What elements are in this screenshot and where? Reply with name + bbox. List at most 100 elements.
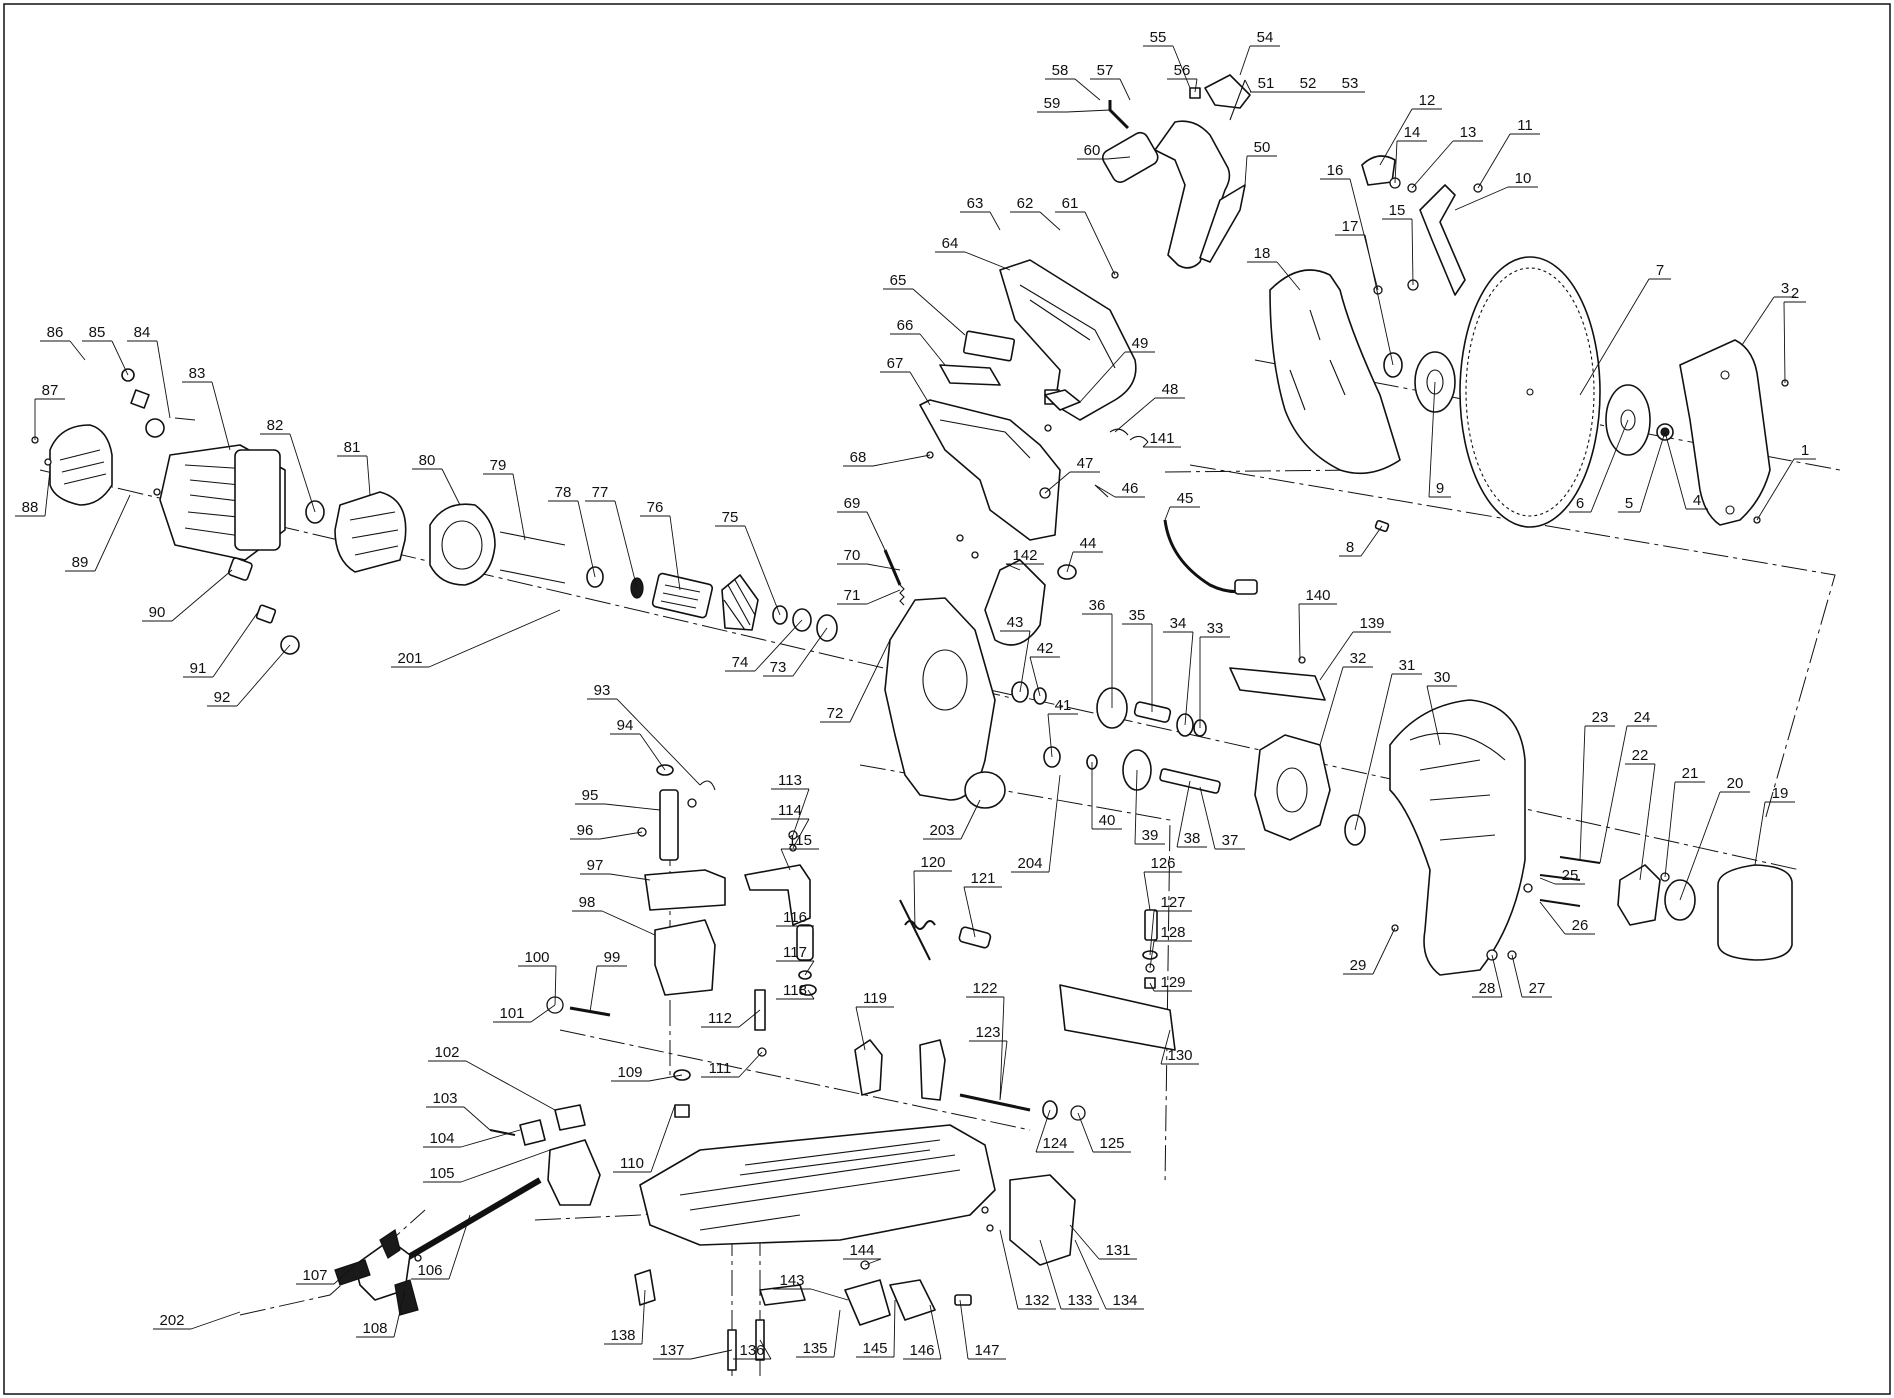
callout-2: 2 xyxy=(1783,285,1806,384)
callout-11: 11 xyxy=(1477,117,1540,189)
callout-number: 88 xyxy=(22,499,39,516)
callout-number: 38 xyxy=(1184,830,1201,847)
callout-104: 104 xyxy=(423,1129,521,1148)
return-spring xyxy=(899,899,936,961)
callout-51: 51 xyxy=(1244,75,1281,93)
callout-number: 43 xyxy=(1007,614,1024,631)
callout-leader xyxy=(849,639,891,723)
callout-number: 131 xyxy=(1105,1242,1130,1259)
callout-number: 18 xyxy=(1254,245,1271,262)
callout-59: 59 xyxy=(1037,95,1111,113)
callout-62: 62 xyxy=(1010,195,1061,231)
callout-43: 43 xyxy=(1000,614,1031,693)
callout-7: 7 xyxy=(1579,262,1671,396)
callout-leader xyxy=(1239,45,1251,76)
callout-leader xyxy=(1360,525,1383,557)
callout-204: 204 xyxy=(1011,774,1061,873)
callout-leader xyxy=(738,1051,763,1078)
callout-number: 16 xyxy=(1327,162,1344,179)
callout-leader xyxy=(807,989,815,1000)
callout-leader xyxy=(1394,140,1398,184)
callout-leader xyxy=(999,1040,1008,1101)
callout-leader xyxy=(1590,419,1629,513)
callout-37: 37 xyxy=(1199,786,1245,850)
callout-79: 79 xyxy=(483,457,526,541)
callout-3: 3 xyxy=(1741,280,1796,346)
callout-number: 53 xyxy=(1342,75,1359,92)
callout-16: 16 xyxy=(1320,162,1379,291)
callout-94: 94 xyxy=(610,717,666,771)
callout-137: 137 xyxy=(653,1342,733,1360)
callout-121: 121 xyxy=(963,870,1002,938)
callout-number: 81 xyxy=(344,439,361,456)
callout-201: 201 xyxy=(391,609,561,668)
gearbox-assembly xyxy=(883,549,1793,976)
callout-leader xyxy=(999,1229,1019,1310)
callout-leader xyxy=(465,1060,556,1111)
callout-102: 102 xyxy=(428,1044,556,1111)
callout-leader xyxy=(599,831,643,840)
callout-leader xyxy=(289,433,316,513)
callout-leader xyxy=(236,644,291,707)
callout-leader xyxy=(1066,551,1074,573)
callout-number: 94 xyxy=(617,717,634,734)
callout-leader xyxy=(964,251,1011,271)
callout-leader xyxy=(1579,725,1586,861)
brush-holder-top xyxy=(145,418,165,438)
callout-114: 114 xyxy=(771,802,810,849)
callout-number: 98 xyxy=(579,894,596,911)
callout-number: 71 xyxy=(844,587,861,604)
callout-76: 76 xyxy=(640,499,681,591)
callout-number: 79 xyxy=(490,457,507,474)
callout-number: 41 xyxy=(1055,697,1072,714)
callout-number: 46 xyxy=(1122,480,1139,497)
callout-122: 122 xyxy=(966,980,1005,1101)
callout-number: 11 xyxy=(1517,117,1533,134)
callout-number: 62 xyxy=(1017,195,1034,212)
callout-number: 44 xyxy=(1080,535,1097,552)
long-screw-lower xyxy=(499,569,566,584)
long-screw-upper xyxy=(499,531,566,546)
callout-leader xyxy=(1094,484,1116,498)
blade-to-guard-reference-line xyxy=(1189,464,1836,821)
callout-leader xyxy=(804,960,815,976)
callout-33: 33 xyxy=(1199,620,1230,728)
callout-118: 118 xyxy=(776,982,815,1000)
callout-number: 125 xyxy=(1099,1135,1124,1152)
callout-leader xyxy=(866,589,901,605)
inner-flange-bore xyxy=(1426,369,1444,395)
callout-number: 51 xyxy=(1258,75,1275,92)
callout-leader xyxy=(650,1104,676,1173)
callout-number: 8 xyxy=(1346,539,1354,556)
pivot-nut xyxy=(674,1104,690,1118)
spring-clips xyxy=(1109,428,1149,443)
callout-leader xyxy=(1579,278,1650,396)
callout-39: 39 xyxy=(1134,769,1165,845)
callout-26: 26 xyxy=(1539,901,1595,935)
callout-leader xyxy=(1298,603,1301,661)
callout-21: 21 xyxy=(1664,765,1705,878)
callout-number: 80 xyxy=(419,452,436,469)
callout-number: 129 xyxy=(1160,974,1185,991)
callout-leader xyxy=(44,469,51,517)
armature-commutator xyxy=(651,572,714,619)
callout-19: 19 xyxy=(1754,785,1795,866)
callout-73: 73 xyxy=(763,627,828,677)
callout-number: 100 xyxy=(524,949,549,966)
callout-number: 13 xyxy=(1460,124,1477,141)
vise-handle-screw xyxy=(414,1254,422,1262)
callout-number: 56 xyxy=(1174,62,1191,79)
callout-number: 85 xyxy=(89,324,106,341)
callout-203: 203 xyxy=(923,799,981,840)
callout-95: 95 xyxy=(575,787,661,811)
callout-number: 31 xyxy=(1399,657,1416,674)
cord-clamp xyxy=(954,1294,972,1306)
callout-number: 64 xyxy=(942,235,959,252)
switch-box xyxy=(844,1279,891,1326)
callout-number: 73 xyxy=(770,659,787,676)
callout-89: 89 xyxy=(65,494,131,572)
callout-leader xyxy=(1039,1239,1062,1310)
callout-146: 146 xyxy=(903,1304,942,1360)
callout-leader xyxy=(1019,630,1031,693)
